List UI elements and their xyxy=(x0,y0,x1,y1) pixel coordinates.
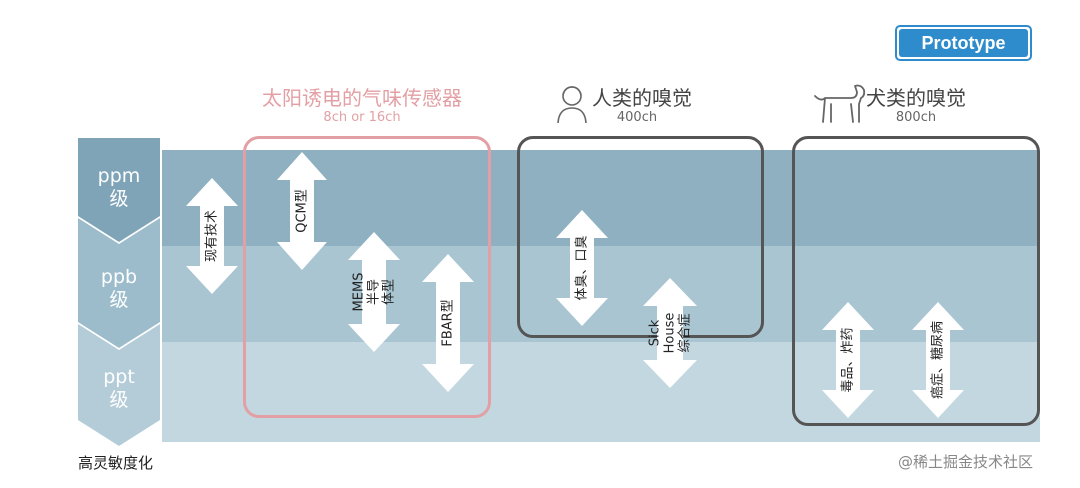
dog-sub: 800ch xyxy=(895,110,937,125)
sun-sensor-title: 太阳诱电的气味传感器 xyxy=(262,86,462,110)
arrow-mems: MEMS 半导体型 xyxy=(348,232,400,352)
level-ppb-label: ppb 级 xyxy=(100,266,138,311)
arrow-sick-house: Sick House 综合症 xyxy=(643,278,697,388)
arrow-fbar: FBAR型 xyxy=(422,254,474,392)
arrow-fbar-label: FBAR型 xyxy=(440,299,456,347)
dog-title: 犬类的嗅觉 xyxy=(866,86,966,110)
arrow-drugs: 毒品、炸药 xyxy=(822,302,874,418)
watermark: @稀土掘金技术社区 xyxy=(898,453,1034,471)
level-ppm-label: ppm 级 xyxy=(97,165,141,210)
level-ppt-label: ppt 级 xyxy=(103,366,135,411)
prototype-badge: Prototype xyxy=(895,25,1032,61)
dog-icon xyxy=(814,84,866,123)
sun-sensor-sub: 8ch or 16ch xyxy=(323,110,401,125)
sensitivity-label: 高灵敏度化 xyxy=(78,454,154,472)
arrow-cancer: 癌症、糖尿病 xyxy=(912,302,964,418)
arrow-qcm-label: QCM型 xyxy=(294,189,310,233)
arrow-mems-label: MEMS 半导体型 xyxy=(351,272,397,312)
arrow-cancer-label: 癌症、糖尿病 xyxy=(930,320,946,400)
arrow-body-odor-label: 体臭、口臭 xyxy=(574,235,590,301)
arrow-drugs-label: 毒品、炸药 xyxy=(840,327,856,393)
arrow-existing-tech: 现有技术 xyxy=(186,178,238,294)
human-sub: 400ch xyxy=(616,110,658,125)
human-box xyxy=(517,136,764,338)
level-chevrons xyxy=(78,138,160,446)
arrow-qcm: QCM型 xyxy=(277,152,327,270)
prototype-badge-label: Prototype xyxy=(899,29,1028,57)
human-title: 人类的嗅觉 xyxy=(592,86,692,110)
arrow-existing-tech-label: 现有技术 xyxy=(204,209,220,263)
human-icon xyxy=(557,86,587,124)
arrow-sick-house-label: Sick House 综合症 xyxy=(647,312,693,354)
sun-sensor-box xyxy=(243,136,491,418)
dog-box xyxy=(792,136,1040,426)
arrow-body-odor: 体臭、口臭 xyxy=(556,210,608,326)
